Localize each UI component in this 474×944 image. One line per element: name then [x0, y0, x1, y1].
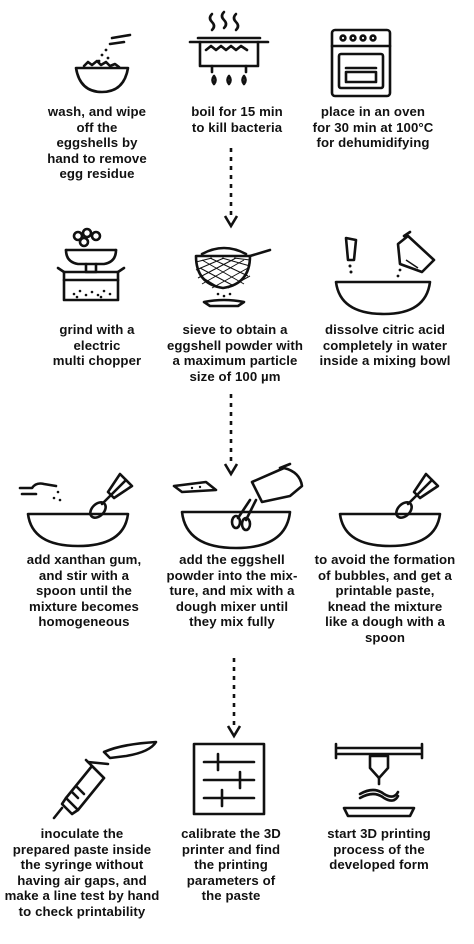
calibration-icon — [192, 742, 268, 823]
3d-printer-icon — [334, 738, 424, 827]
step-2-caption: boil for 15 min to kill bacteria — [191, 104, 283, 135]
step-10-caption: inoculate the prepared paste inside the … — [4, 826, 160, 919]
step-6-caption: dissolve citric acid completely in water… — [319, 322, 451, 369]
step-9-caption: to avoid the formation of bubbles, and g… — [314, 552, 456, 645]
step-5-caption: sieve to obtain a eggshell powder with a… — [166, 322, 304, 384]
bowl-rinse-icon — [66, 30, 136, 105]
flow-arrow-1 — [223, 148, 239, 229]
chopper-icon — [54, 227, 128, 317]
oven-icon — [330, 28, 394, 105]
sieve-icon — [188, 240, 274, 317]
step-4-caption: grind with a electric multi chopper — [52, 322, 142, 369]
mixer-bowl-icon — [172, 462, 312, 557]
step-3-caption: place in an oven for 30 min at 100°C for… — [312, 104, 434, 151]
beaker-bowl-icon — [330, 230, 440, 325]
syringe-icon — [46, 738, 166, 833]
step-12-caption: start 3D printing process of the develop… — [327, 826, 431, 873]
spoon-knead-icon — [336, 470, 446, 555]
flow-arrow-2 — [223, 394, 239, 477]
spoon-bowl-icon — [16, 470, 136, 555]
flow-arrow-3 — [226, 658, 242, 739]
step-11-caption: calibrate the 3D printer and find the pr… — [181, 826, 281, 904]
boiling-pot-icon — [184, 10, 274, 95]
step-8-caption: add the eggshell powder into the mix- tu… — [166, 552, 298, 630]
step-7-caption: add xanthan gum, and stir with a spoon u… — [26, 552, 142, 630]
step-1-caption: wash, and wipe off the eggshells by hand… — [47, 104, 147, 182]
